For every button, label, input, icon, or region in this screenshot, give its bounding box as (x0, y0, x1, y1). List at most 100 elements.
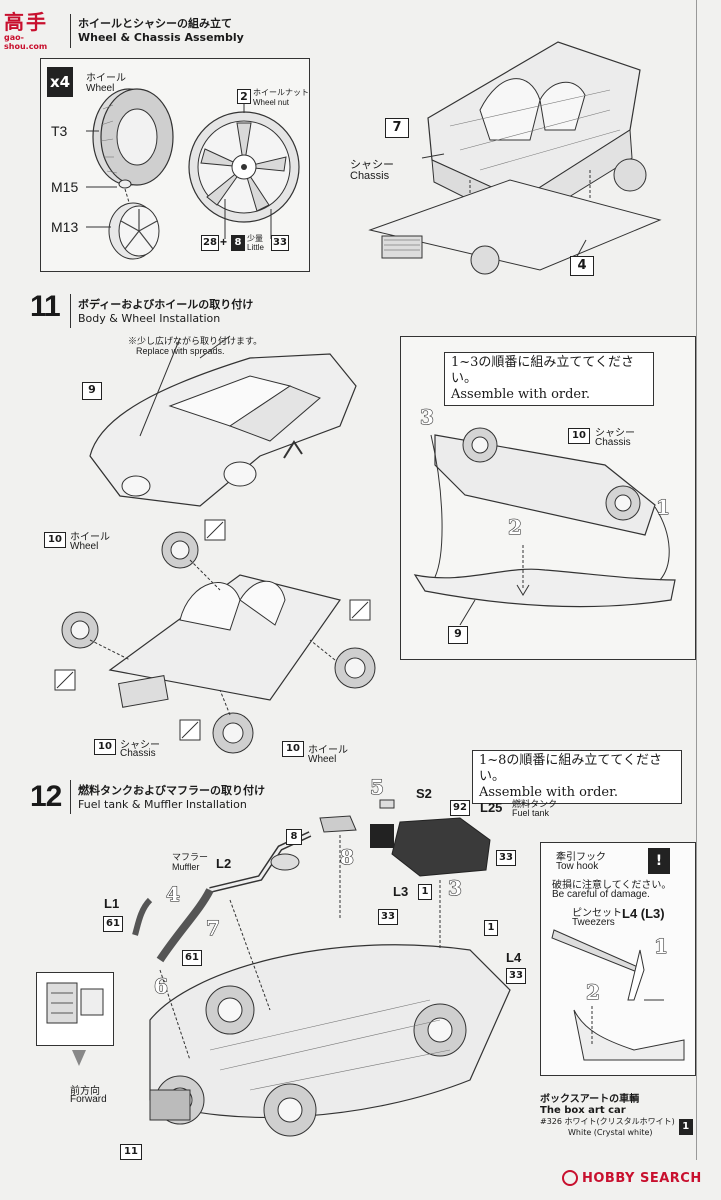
callout-4: 4 (570, 256, 594, 276)
chassis-bottom-en: Chassis (120, 748, 156, 759)
tow-hook-panel (540, 842, 696, 1076)
tire-illustration (86, 88, 300, 260)
little-jp: 少量 (247, 234, 263, 243)
chassis-tub-illustration (368, 41, 662, 275)
body-part-9-panel: 9 (448, 626, 468, 644)
paint-33-l4: 33 (506, 968, 526, 984)
watermark-text: 高手 (4, 10, 48, 34)
boxart-color-en: White (Crystal white) (568, 1128, 653, 1137)
paint-61-main: 61 (182, 950, 202, 966)
wheel-num-10-left: 10 (44, 532, 66, 548)
caution-icon: ! (648, 848, 670, 874)
part-l4-l3: L4 (L3) (622, 906, 665, 921)
part-l3: L3 (393, 884, 409, 899)
seq-7-step12: 7 (206, 916, 221, 941)
wheel-label-jp: ホイール (86, 73, 126, 84)
step10-divider (70, 14, 71, 48)
seq-1-step11: 1 (656, 495, 671, 520)
tank-jp: 燃料タンク (512, 799, 558, 809)
engine-inset-drawing (46, 982, 104, 1024)
boxart-info: ボックスアートの車輌 The box art car #326 ホワイト(クリス… (540, 1090, 694, 1138)
forward-arrow-icon (72, 1050, 86, 1066)
careful-jp: 破損に注意してください。 (552, 880, 672, 891)
part-l1: L1 (104, 896, 120, 911)
part-t3: T3 (51, 123, 68, 139)
chassis-num-10: 10 (94, 739, 116, 755)
order-note-step12-en: Assemble with order. (479, 785, 619, 800)
paint-1-l3: 1 (418, 884, 432, 900)
boxart-title-en: The box art car (540, 1105, 626, 1116)
paint-33: 33 (271, 235, 289, 251)
seq-4-step12: 4 (166, 882, 181, 907)
car-part-11: 11 (120, 1144, 142, 1160)
part-l25: L25 (480, 800, 503, 815)
spread-note-jp: ※少し広げながら取り付けます。 (128, 336, 263, 346)
step11-title-en: Body & Wheel Installation (78, 312, 221, 325)
boxart-color-jp: #326 ホワイト(クリスタルホワイト) (540, 1117, 675, 1126)
logo-text: HOBBY SEARCH (582, 1170, 702, 1186)
body-part-9: 9 (82, 382, 102, 400)
paint-28: 28 (201, 235, 219, 251)
muffler-jp: マフラー (172, 852, 209, 862)
forward-en: Forward (70, 1094, 107, 1105)
paint-33-l3: 33 (378, 909, 398, 925)
logo-mark-icon (562, 1170, 578, 1186)
tweezers-jp: ピンセット (572, 908, 622, 919)
tweezers-illustration (551, 929, 685, 1061)
step11-title-jp: ボディーおよびホイールの取り付け (78, 298, 254, 311)
chassis-panel-en: Chassis (595, 437, 631, 448)
careful-en: Be careful of damage. (552, 889, 650, 900)
wheel-assembly-panel: x4 ホイール Wheel T3 M15 M13 (40, 58, 310, 272)
paint-plus: + (220, 235, 228, 249)
nut-part-num: 2 (237, 89, 251, 104)
watermark-url: gao-shou.com (4, 33, 48, 51)
chassis-label-en: Chassis (350, 170, 390, 182)
frame-line-right (696, 0, 697, 1160)
step10-title-jp: ホイールとシャシーの組み立て (78, 17, 232, 30)
chassis-label-jp: シャシー (350, 159, 394, 171)
paint-1-l4: 1 (484, 920, 498, 936)
order-note-step12-jp: 1~8の順番に組み立ててください。 (479, 753, 663, 784)
body-shell-illustration (89, 335, 357, 507)
muffler-en: Muffler (172, 862, 200, 872)
triangle-warning-icon (370, 824, 394, 848)
seq-3-step12: 3 (448, 876, 463, 901)
little-en: Little (247, 243, 264, 252)
chassis-bottom-jp: シャシー (120, 740, 160, 751)
tow-jp: 牽引フック (556, 852, 606, 863)
part-8-box: 8 (286, 829, 302, 845)
order-note-step11: 1~3の順番に組み立ててください。 Assemble with order. (444, 352, 654, 406)
paint-8: 8 (231, 235, 245, 251)
part-s2: S2 (416, 786, 432, 801)
tank-en: Fuel tank (512, 808, 550, 818)
chassis-with-wheels-illustration (54, 519, 376, 754)
wheel-right-en: Wheel (308, 754, 337, 765)
step12-number: 12 (30, 780, 62, 813)
order-note-step12: 1~8の順番に組み立ててください。 Assemble with order. (472, 750, 682, 804)
part-m13: M13 (51, 219, 79, 235)
tweezers-en: Tweezers (572, 917, 615, 928)
seq-3-step11: 3 (420, 405, 435, 430)
wheel-label-en: Wheel (86, 83, 115, 94)
nut-label-en: Wheel nut (253, 98, 290, 107)
callout-7: 7 (385, 118, 409, 138)
forward-jp: 前方向 (70, 1086, 100, 1097)
part-m15: M15 (51, 179, 79, 195)
hobby-search-logo: HOBBY SEARCH (562, 1170, 702, 1186)
seq-2-tow: 2 (586, 980, 601, 1005)
step10-title-en: Wheel & Chassis Assembly (78, 31, 244, 44)
watermark-logo: 高手 gao-shou.com (4, 6, 66, 51)
step12-header: 燃料タンクおよびマフラーの取り付け Fuel tank & Muffler In… (78, 782, 265, 811)
boxart-title-jp: ボックスアートの車輌 (540, 1094, 640, 1105)
chassis-panel-jp: シャシー (595, 428, 635, 439)
wheel-right-jp: ホイール (308, 745, 348, 756)
order-note-step11-en: Assemble with order. (451, 387, 591, 402)
seq-2-step11: 2 (508, 515, 523, 540)
chassis-num-10-panel: 10 (568, 428, 590, 444)
step12-title-en: Fuel tank & Muffler Installation (78, 798, 247, 811)
step12-divider (70, 780, 71, 814)
part-l2: L2 (216, 856, 232, 871)
engine-inset (36, 972, 114, 1046)
step11-header: ボディーおよびホイールの取り付け Body & Wheel Installati… (78, 296, 253, 325)
assembly-order-illustration (413, 427, 676, 626)
